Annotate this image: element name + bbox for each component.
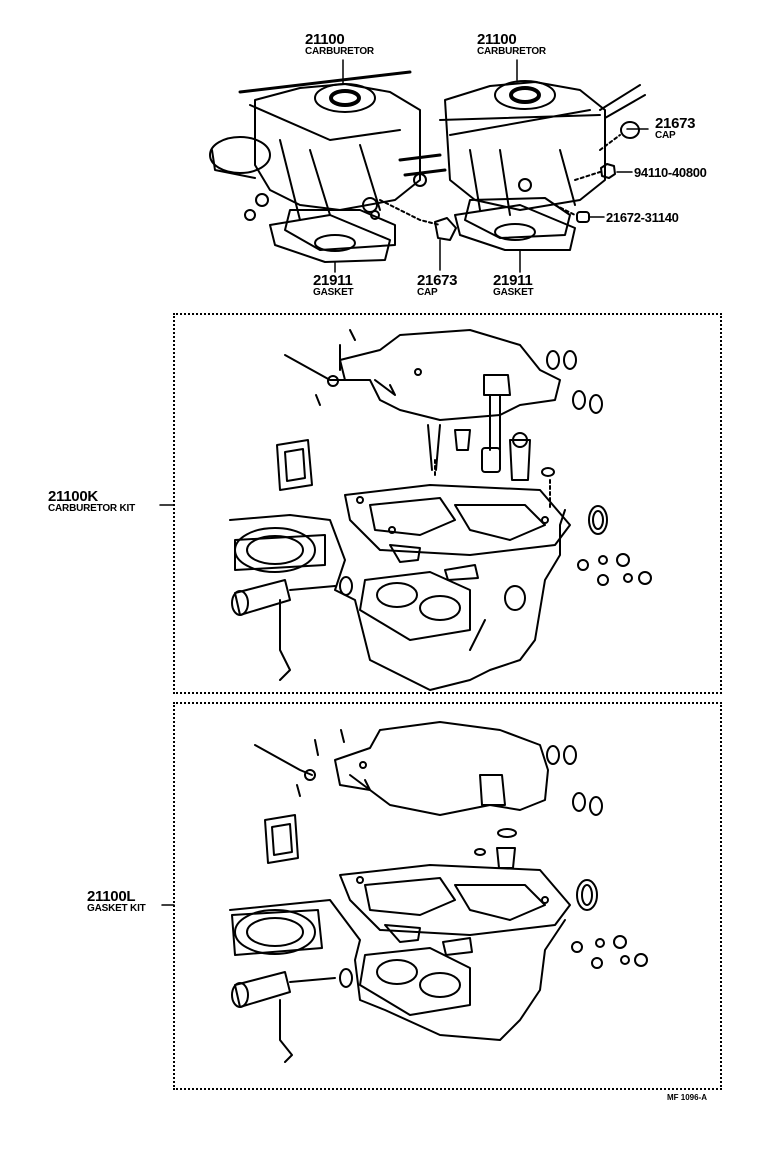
figure-reference: MF 1096-A bbox=[667, 1093, 708, 1102]
kit-name: CARBURETOR KIT bbox=[48, 503, 136, 514]
part-number: 21911 bbox=[493, 272, 533, 289]
gasket-right-label: 21911 GASKET bbox=[493, 272, 534, 298]
kit-name: GASKET KIT bbox=[87, 903, 146, 914]
part-number: 21673 bbox=[417, 272, 458, 289]
part-number: 21911 bbox=[313, 272, 353, 289]
kit-number: 21100K bbox=[48, 488, 98, 505]
gasket-kit-frame bbox=[173, 702, 722, 1090]
part-name: CAP bbox=[655, 130, 676, 141]
gasket-left-label: 21911 GASKET bbox=[313, 272, 354, 298]
carburetor-kit-label: 21100K CARBURETOR KIT bbox=[48, 489, 135, 514]
part-number: 21672-31140 bbox=[606, 210, 679, 225]
carburetor-right-label: 21100 CARBURETOR bbox=[477, 32, 546, 57]
part-number: 21673 bbox=[655, 115, 696, 132]
cap-right-label: 21673 CAP bbox=[655, 115, 696, 141]
part-number: 21100 bbox=[305, 31, 345, 48]
carburetor-kit-frame bbox=[173, 313, 722, 694]
part-name: GASKET bbox=[313, 287, 354, 298]
nut-label: 94110-40800 bbox=[634, 166, 707, 179]
gasket-kit-label: 21100L GASKET KIT bbox=[87, 889, 146, 914]
gasket-kit-illustration bbox=[229, 721, 648, 1063]
carburetor-assembly-illustration bbox=[209, 59, 649, 273]
part-name: CARBURETOR bbox=[305, 46, 374, 57]
plug-label: 21672-31140 bbox=[606, 211, 679, 224]
carburetor-left-label: 21100 CARBURETOR bbox=[305, 32, 374, 57]
cap-bottom-label: 21673 CAP bbox=[417, 272, 458, 298]
part-name: GASKET bbox=[493, 287, 534, 298]
part-name: CAP bbox=[417, 287, 438, 298]
part-number: 21100 bbox=[477, 31, 517, 48]
carburetor-kit-illustration bbox=[229, 329, 652, 691]
part-number: 94110-40800 bbox=[634, 165, 707, 180]
kit-number: 21100L bbox=[87, 888, 136, 905]
part-name: CARBURETOR bbox=[477, 46, 546, 57]
